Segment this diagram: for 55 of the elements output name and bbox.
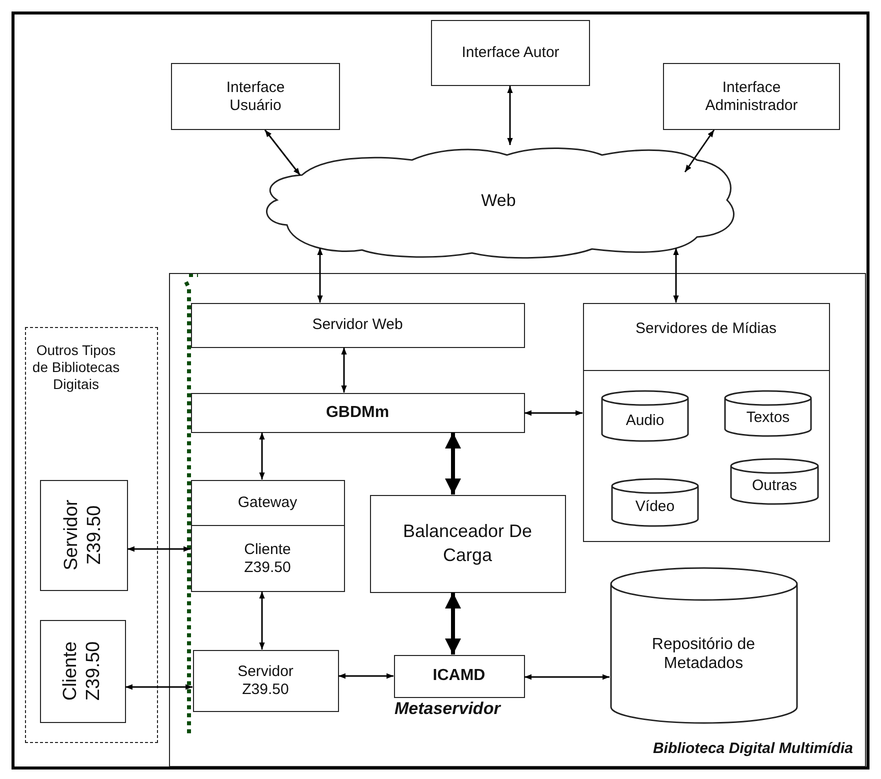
arrow: [524, 674, 610, 680]
interface-box: [171, 63, 340, 130]
external-libraries-frame: [25, 327, 158, 743]
arrow: [507, 86, 513, 145]
client-box: [40, 620, 126, 722]
box-label: Interface Autor: [462, 44, 560, 62]
box-caption: Metaservidor: [394, 698, 500, 719]
interface-box: [431, 20, 590, 86]
cylinder-label: Vídeo: [635, 498, 675, 516]
database-cylinder: [611, 479, 699, 526]
manager-box: [190, 392, 524, 432]
box-label: Servidor Web: [312, 316, 403, 334]
arrow: [264, 130, 301, 176]
cloud-label: Web: [481, 191, 516, 212]
arrow: [341, 348, 347, 392]
box-label: Gateway: [238, 494, 298, 512]
arrow: [524, 410, 582, 416]
repository-cylinder: [610, 568, 798, 722]
server-box: [190, 302, 524, 348]
arrow: [445, 432, 461, 494]
system-frame: [169, 273, 866, 767]
server-box: [40, 480, 128, 590]
arrow: [259, 592, 265, 650]
arrow: [126, 684, 192, 690]
server-box: [192, 650, 338, 712]
rotated-label: Cliente Z39.50: [60, 640, 104, 703]
database-cylinder: [730, 459, 819, 504]
cylinder-label: Audio: [626, 412, 664, 430]
arrow: [684, 130, 715, 172]
gateway-box: [190, 480, 344, 592]
frame-title: Biblioteca Digital Multimídia: [652, 740, 853, 758]
arrow: [338, 673, 394, 679]
panel-heading: Servidores de Mídias: [634, 320, 778, 338]
cylinder-label: Outras: [752, 477, 797, 495]
arrow: [128, 546, 190, 552]
cylinder-label: Repositório de Metadados: [650, 634, 756, 674]
arrow: [259, 432, 265, 480]
cylinder-label: Textos: [746, 409, 790, 427]
rotated-label: Servidor Z39.50: [60, 498, 106, 572]
box-label: GBDMm: [326, 402, 390, 422]
load-balancer-box: [370, 494, 566, 592]
database-cylinder: [724, 391, 812, 436]
box-label: ICAMD: [432, 666, 486, 686]
arrow: [445, 592, 461, 654]
database-cylinder: [601, 391, 689, 441]
box-label: Balanceador De Carga: [402, 520, 534, 567]
box-label: Servidor Z39.50: [236, 662, 294, 698]
box-label: Interface Administrador: [704, 78, 799, 114]
media-servers-panel: [582, 302, 830, 542]
arrow: [673, 248, 679, 302]
frame-title: Outros Tipos de Bibliotecas Digitais: [32, 342, 120, 392]
interface-box: [663, 63, 840, 130]
box-label: Cliente Z39.50: [243, 540, 292, 576]
arrow: [317, 248, 323, 302]
box-label: Interface Usuário: [225, 78, 286, 114]
